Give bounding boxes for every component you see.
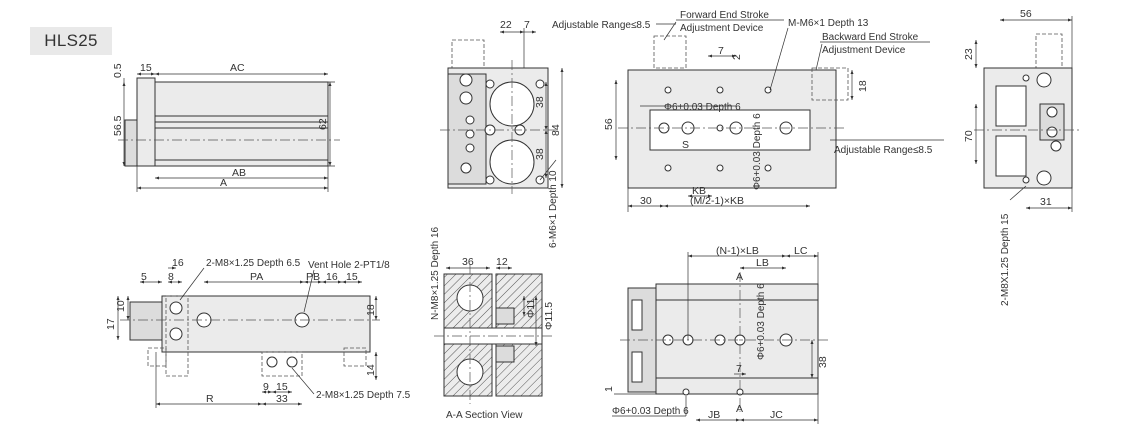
dim-31: 31 bbox=[1040, 196, 1052, 208]
label-m8-depth6.5: 2-M8×1.25 Depth 6.5 bbox=[206, 258, 301, 269]
dim-62: 62 bbox=[317, 118, 329, 130]
model-label: HLS25 bbox=[30, 27, 112, 55]
dim-1: 1 bbox=[603, 386, 615, 392]
dim-2: 2 bbox=[731, 54, 743, 60]
dim-16-left: 16 bbox=[172, 257, 184, 269]
dim-10: 10 bbox=[115, 300, 127, 312]
dim-38-under: 38 bbox=[817, 356, 829, 368]
dim-70: 70 bbox=[963, 130, 975, 142]
label-phi6-depth6-vertical: Φ6+0.03 Depth 6 bbox=[752, 113, 763, 190]
dim-18: 18 bbox=[857, 80, 869, 92]
dim-r: R bbox=[206, 393, 214, 405]
label-m8-depth7.5: 2-M8×1.25 Depth 7.5 bbox=[316, 390, 411, 401]
label-forward-stroke: Forward End Stroke bbox=[680, 10, 769, 21]
label-adjustable-range-right: Adjustable Range≤8.5 bbox=[834, 145, 933, 156]
label-phi6-depth6-bottom: Φ6+0.03 Depth 6 bbox=[612, 406, 689, 417]
section-view: 36 12 Φ11 Φ11.5 N-M8×1.25 Depth 16 A-A S… bbox=[430, 226, 555, 421]
label-n-m8-depth16: N-M8×1.25 Depth 16 bbox=[430, 226, 441, 320]
dim-lb: LB bbox=[756, 257, 769, 269]
dim-0.5: 0.5 bbox=[112, 63, 124, 78]
label-vent-hole: Vent Hole 2-PT1/8 bbox=[308, 260, 390, 271]
dim-18-bottom: 18 bbox=[365, 304, 377, 316]
dim-m2-kb: (M/2-1)×KB bbox=[690, 195, 744, 207]
end-view: 56 23 70 31 2-M8X1.25 Depth 15 bbox=[963, 8, 1082, 306]
dim-15-bottom: 15 bbox=[276, 381, 288, 393]
dim-15: 15 bbox=[140, 62, 152, 74]
dim-22: 22 bbox=[500, 19, 512, 31]
side-view: 15 AC 62 0.5 56.5 AB A bbox=[112, 62, 340, 192]
label-backward-device: Adjustment Device bbox=[822, 45, 906, 56]
dim-a: A bbox=[220, 177, 227, 189]
dim-12: 12 bbox=[496, 256, 508, 268]
dim-9: 9 bbox=[263, 381, 269, 393]
label-s: S bbox=[682, 139, 689, 151]
dim-84: 84 bbox=[550, 124, 562, 136]
dim-7-top: 7 bbox=[718, 45, 724, 57]
label-phi6-depth6-bottom-vertical: Φ6+0.03 Depth 6 bbox=[756, 283, 767, 360]
dim-jc: JC bbox=[770, 409, 783, 421]
dim-7-under: 7 bbox=[736, 363, 742, 375]
dim-8: 8 bbox=[168, 271, 174, 283]
dim-38-top: 38 bbox=[534, 96, 546, 108]
dim-n1-lb: (N-1)×LB bbox=[716, 245, 759, 257]
dim-jb: JB bbox=[708, 409, 720, 421]
bottom-side-view: 16 8 5 PA PB 16 15 2-M8×1.25 Depth 6.5 V… bbox=[105, 257, 411, 408]
label-6-m6-depth10: 6-M6×1 Depth 10 bbox=[548, 170, 559, 248]
dim-phi11.5: Φ11.5 bbox=[543, 302, 555, 330]
dim-56-top: 56 bbox=[603, 118, 615, 130]
dim-23: 23 bbox=[963, 48, 975, 60]
dim-16-right: 16 bbox=[326, 271, 338, 283]
label-m8-depth15: 2-M8X1.25 Depth 15 bbox=[1000, 213, 1011, 306]
dim-pa: PA bbox=[250, 271, 263, 283]
dim-phi11: Φ11 bbox=[525, 299, 537, 318]
dim-pb: PB bbox=[306, 271, 320, 283]
dim-kb: KB bbox=[692, 185, 706, 197]
dim-ab: AB bbox=[232, 167, 246, 179]
dim-33: 33 bbox=[276, 393, 288, 405]
dim-38-bottom: 38 bbox=[534, 148, 546, 160]
dim-56-end: 56 bbox=[1020, 8, 1032, 20]
label-backward-stroke: Backward End Stroke bbox=[822, 32, 919, 43]
dim-ac: AC bbox=[230, 62, 245, 74]
dim-30: 30 bbox=[640, 195, 652, 207]
label-section-view: A-A Section View bbox=[446, 410, 523, 421]
top-view: Adjustable Range≤8.5 Forward End Stroke … bbox=[552, 10, 944, 212]
underside-view: (N-1)×LB LB LC A A Φ6+0.03 Depth 6 38 7 … bbox=[603, 245, 830, 424]
dim-5: 5 bbox=[141, 271, 147, 283]
dim-7: 7 bbox=[524, 19, 530, 31]
label-a-bottom: A bbox=[736, 403, 743, 415]
dim-lc: LC bbox=[794, 245, 808, 257]
label-adjustable-range-top: Adjustable Range≤8.5 bbox=[552, 20, 651, 31]
dim-56.5: 56.5 bbox=[112, 115, 124, 136]
label-a-top: A bbox=[736, 271, 743, 283]
label-phi6-depth6-top: Φ6+0.03 Depth 6 bbox=[664, 102, 741, 113]
label-m-thread: M-M6×1 Depth 13 bbox=[788, 18, 869, 29]
dim-17: 17 bbox=[105, 318, 117, 330]
dim-14: 14 bbox=[365, 364, 377, 376]
dim-15-top: 15 bbox=[346, 271, 358, 283]
label-forward-device: Adjustment Device bbox=[680, 23, 764, 34]
front-view: 22 7 38 38 84 6-M6×1 Depth 10 bbox=[440, 19, 564, 248]
dim-36: 36 bbox=[462, 256, 474, 268]
